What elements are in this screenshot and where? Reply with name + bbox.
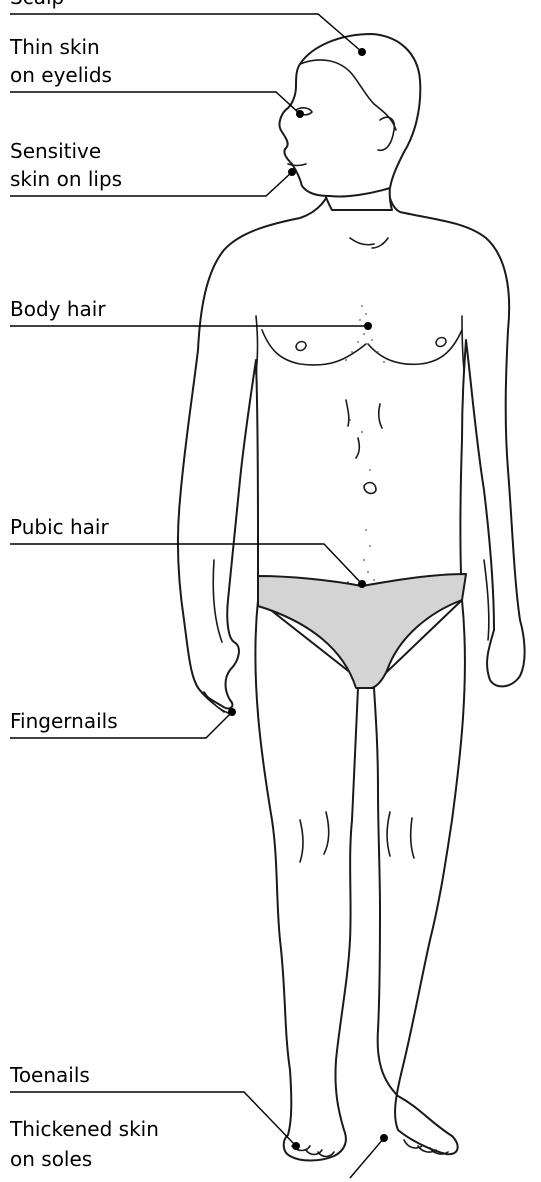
label-lips-line1: Sensitive	[10, 139, 101, 163]
soles-dot	[380, 1134, 388, 1142]
soles-leader	[350, 1138, 384, 1178]
pubic-hair-dot	[358, 580, 366, 588]
label-scalp: Scalp	[10, 0, 64, 9]
label-soles-line1: Thickened skin	[9, 1117, 159, 1141]
lips-dot	[288, 168, 296, 176]
eyelids-leader	[10, 92, 300, 114]
label-toenails: Toenails	[9, 1063, 90, 1087]
label-soles-line2: on soles	[10, 1147, 92, 1171]
toenails-dot	[292, 1142, 300, 1150]
label-pubic-hair: Pubic hair	[10, 515, 109, 539]
label-fingernails: Fingernails	[10, 709, 118, 733]
label-eyelids-line1: Thin skin	[9, 35, 100, 59]
human-figure	[178, 34, 525, 1161]
right-leg	[370, 600, 465, 1154]
scalp-dot	[358, 48, 366, 56]
eyelids-dot	[296, 110, 304, 118]
left-leg	[255, 600, 370, 1161]
label-lips-line2: skin on lips	[10, 167, 122, 191]
label-body-hair: Body hair	[10, 297, 106, 321]
labels: Scalp Thin skin on eyelids Sensitive ski…	[9, 0, 159, 1171]
label-eyelids-line2: on eyelids	[10, 63, 112, 87]
fingernails-dot	[228, 708, 236, 716]
body-hair-dot	[364, 322, 372, 330]
